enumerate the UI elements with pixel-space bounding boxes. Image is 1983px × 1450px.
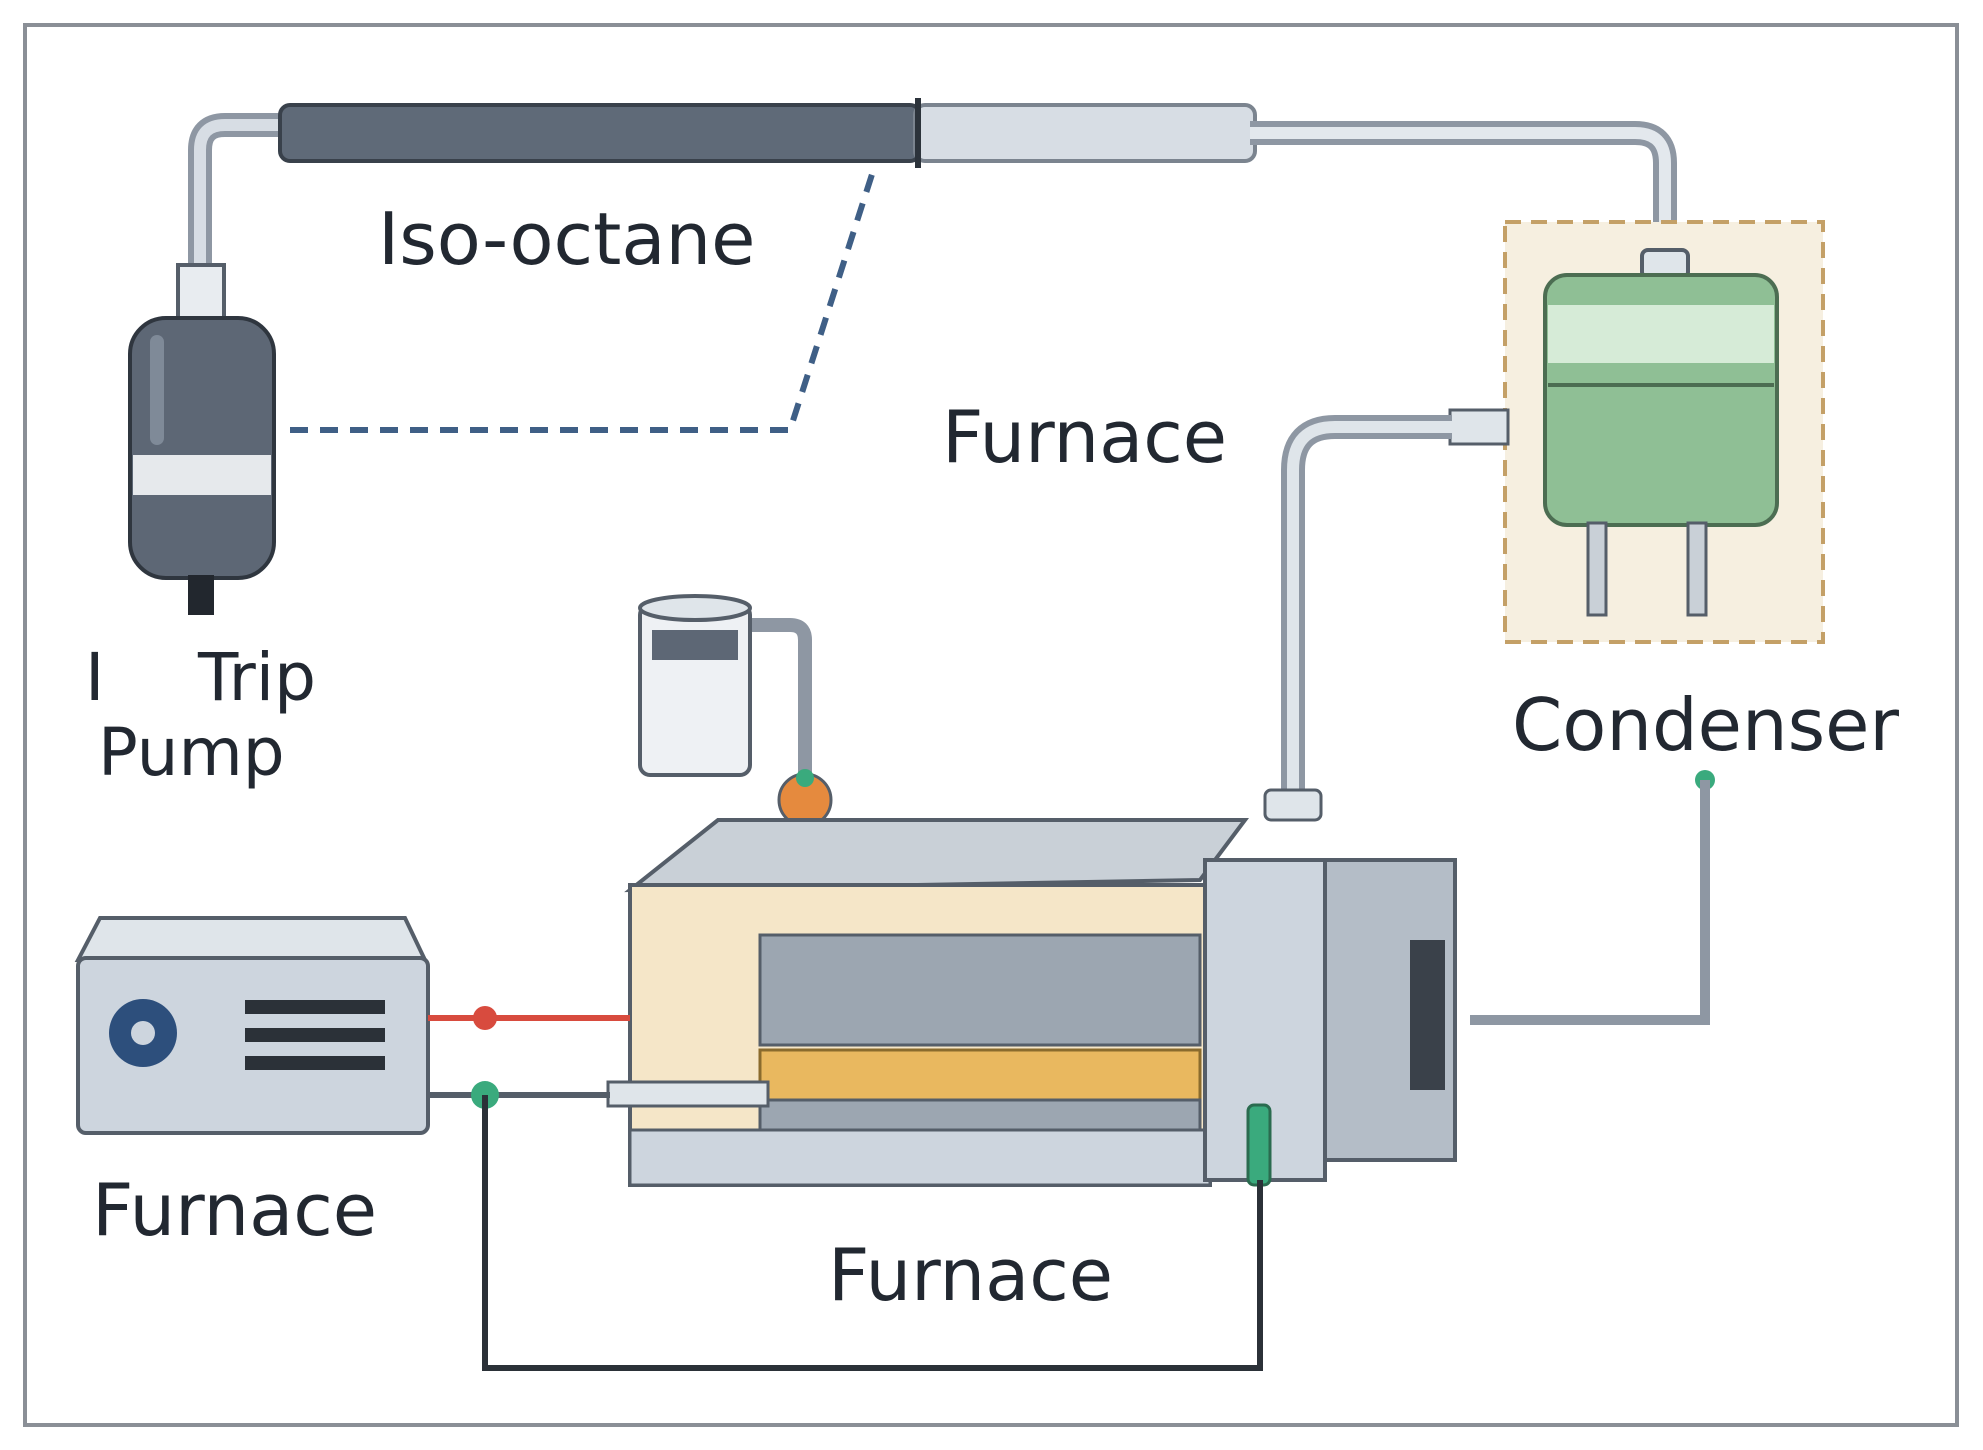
gear-icon-hub	[131, 1021, 155, 1045]
feed-line	[188, 98, 1677, 270]
inlet-tube	[606, 1080, 770, 1108]
label-condenser: Condenser	[1512, 683, 1899, 767]
pump-neck	[176, 263, 226, 322]
furnace-grid-top	[758, 933, 1202, 1047]
furnace-top-port	[1263, 788, 1323, 822]
label-furnace-left: Furnace	[92, 1168, 377, 1252]
pump-highlight	[150, 335, 164, 445]
pump-riser-pipe-inner	[194, 119, 285, 270]
furnace-lid	[624, 818, 1249, 893]
reservoir	[638, 594, 833, 828]
condenser-top-band	[1548, 305, 1774, 363]
reservoir-window	[652, 630, 738, 660]
furnace-base	[628, 1128, 1212, 1187]
label-trip-mark: I	[85, 639, 104, 716]
dark-tube-section	[278, 103, 922, 163]
reservoir-top	[638, 594, 752, 622]
label-pump: Pump	[98, 714, 285, 791]
heater-strip	[758, 1048, 1202, 1102]
condenser-feed-pipe-inner	[1250, 127, 1671, 255]
main-furnace	[606, 818, 1457, 1187]
condenser-signal-line	[1470, 780, 1710, 1025]
pump-band	[133, 455, 271, 495]
controller-slot-3	[245, 1056, 385, 1070]
return-loop	[482, 1095, 1263, 1371]
controller-slot-2	[245, 1028, 385, 1042]
label-iso-octane: Iso-octane	[378, 197, 755, 281]
condenser-leg-left	[1586, 521, 1608, 617]
furnace-vent	[1410, 940, 1445, 1090]
label-furnace-bottom: Furnace	[828, 1233, 1113, 1317]
label-furnace-top: Furnace	[942, 395, 1227, 479]
controller-top	[74, 916, 429, 962]
controller-unit	[74, 916, 430, 1135]
reservoir-pipe	[740, 618, 812, 780]
condenser-leg-right	[1686, 521, 1708, 617]
reservoir-valve-cap	[796, 769, 814, 787]
label-trip: Trip	[197, 639, 316, 716]
green-sensor	[1246, 1103, 1272, 1187]
pump	[128, 263, 276, 615]
condenser-return-pipe-inner	[1287, 421, 1452, 800]
hot-line-valve	[473, 1006, 497, 1030]
pump-outlet	[188, 575, 214, 615]
furnace-grid-bottom	[758, 1098, 1202, 1132]
condenser	[1448, 220, 1825, 644]
condenser-inlet-stub	[1448, 408, 1510, 446]
controller-slot-1	[245, 1000, 385, 1014]
light-tube-section	[913, 103, 1257, 163]
dashed-sample-line	[290, 164, 878, 433]
